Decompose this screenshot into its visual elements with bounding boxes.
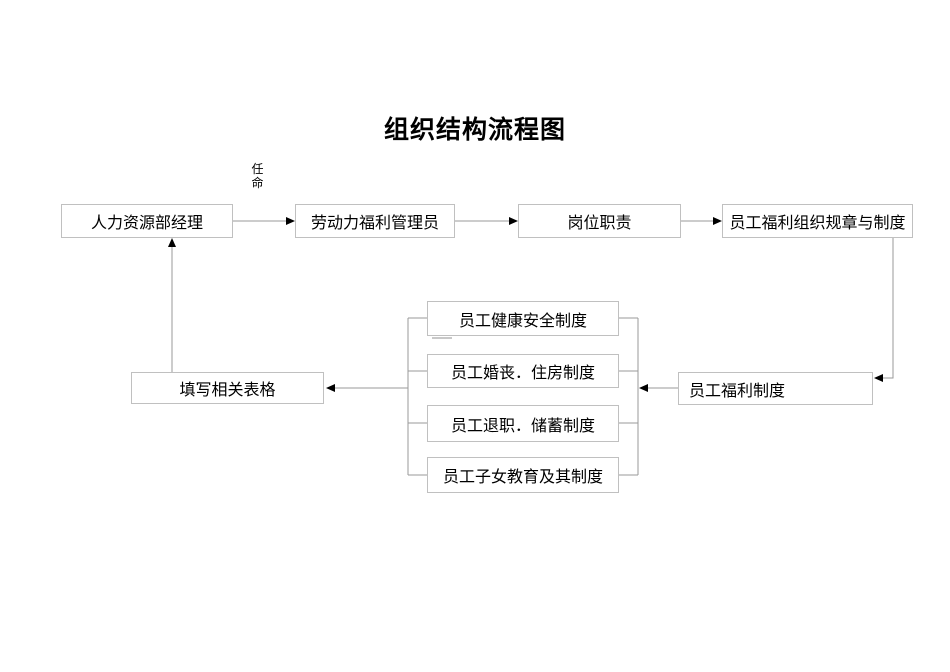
node-welfare-system: 员工福利制度 xyxy=(678,372,873,405)
node-hr-manager: 人力资源部经理 xyxy=(61,204,233,238)
arrowhead-up-icon xyxy=(168,238,176,247)
arrowhead-right-icon xyxy=(509,217,518,225)
arrowhead-left-icon xyxy=(326,384,335,392)
appointment-annotation: 任命 xyxy=(251,162,264,190)
node-children-education-system: 员工子女教育及其制度 xyxy=(427,457,619,493)
arrow-rules-to-welfare-line xyxy=(882,238,894,379)
right-bracket xyxy=(619,317,639,476)
node-fill-forms: 填写相关表格 xyxy=(131,372,324,404)
arrowhead-right-icon xyxy=(713,217,722,225)
arrowhead-right-icon xyxy=(286,217,295,225)
node-org-rules: 员工福利组织规章与制度 xyxy=(722,204,913,238)
node-retirement-savings-system: 员工退职．储蓄制度 xyxy=(427,405,619,442)
arrowhead-left-icon xyxy=(874,374,883,382)
page-title: 组织结构流程图 xyxy=(383,116,566,144)
left-bracket xyxy=(407,317,427,476)
arrowhead-left-icon xyxy=(639,384,648,392)
node-health-safety-system: 员工健康安全制度 xyxy=(427,301,619,336)
node-marriage-housing-system: 员工婚丧．住房制度 xyxy=(427,354,619,388)
node-welfare-admin: 劳动力福利管理员 xyxy=(295,204,455,238)
node-job-duties: 岗位职责 xyxy=(518,204,681,238)
